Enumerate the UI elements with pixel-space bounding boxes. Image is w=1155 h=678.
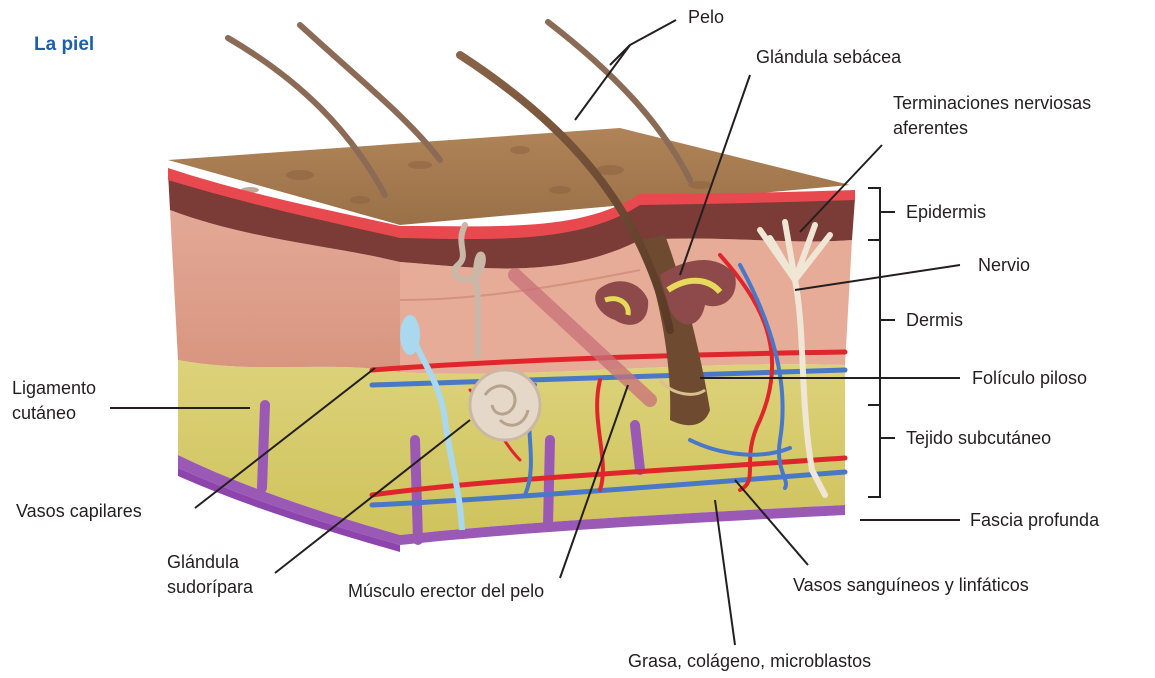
label-foliculo-piloso: Folículo piloso (972, 367, 1087, 390)
label-dermis: Dermis (906, 309, 963, 332)
layer-brackets (868, 188, 895, 497)
label-ligamento-1: Ligamento (12, 377, 96, 400)
label-vasos-sanguineos: Vasos sanguíneos y linfáticos (793, 574, 1029, 597)
label-glandula-sudoripara-1: Glándula (167, 551, 239, 574)
label-nervio: Nervio (978, 254, 1030, 277)
label-pelo: Pelo (688, 6, 724, 29)
label-terminaciones-1: Terminaciones nerviosas (893, 92, 1091, 115)
label-grasa: Grasa, colágeno, microblastos (628, 650, 871, 673)
diagram-title: La piel (34, 34, 94, 56)
label-glandula-sebacea: Glándula sebácea (756, 46, 901, 69)
label-vasos-capilares: Vasos capilares (16, 500, 142, 523)
label-epidermis: Epidermis (906, 201, 986, 224)
label-terminaciones-2: aferentes (893, 117, 968, 140)
label-glandula-sudoripara-2: sudorípara (167, 576, 253, 599)
label-tejido-subcutaneo: Tejido subcutáneo (906, 427, 1051, 450)
label-ligamento-2: cutáneo (12, 402, 76, 425)
label-musculo-erector: Músculo erector del pelo (348, 580, 544, 603)
label-fascia-profunda: Fascia profunda (970, 509, 1099, 532)
